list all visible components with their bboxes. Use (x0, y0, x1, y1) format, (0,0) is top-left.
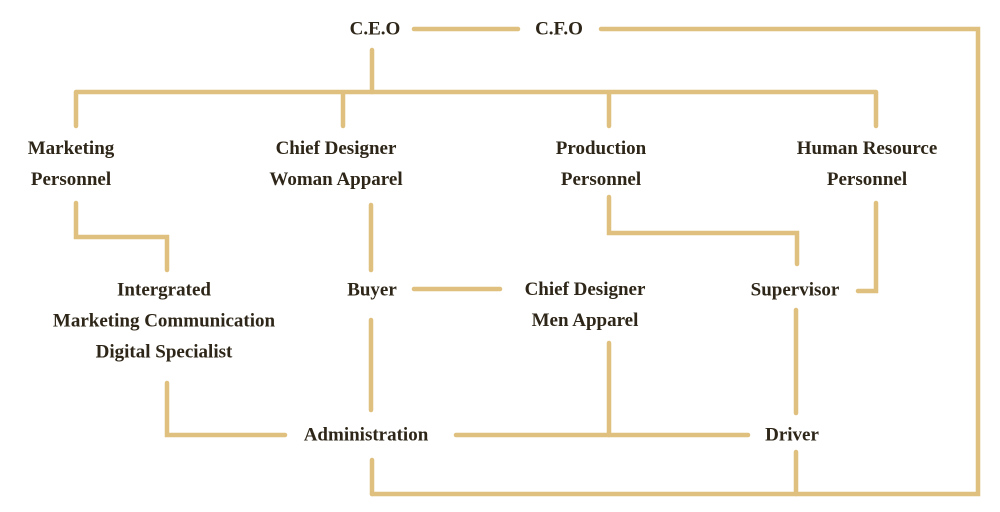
label-line: Production (555, 138, 647, 159)
label-line: Marketing (27, 138, 115, 159)
label-line: Human Resource (796, 138, 938, 159)
node-cfo-label: C.F.O (535, 18, 583, 40)
node-supervisor: Supervisor (751, 275, 840, 306)
line-cfo-loop (369, 26, 981, 497)
label-line: Driver (765, 424, 819, 446)
label-line: Chief Designer (275, 138, 397, 159)
node-ceo: C.E.O (350, 14, 401, 45)
label-line: Personnel (560, 169, 642, 190)
line-production-supervisor (606, 194, 800, 267)
node-buyer: Buyer (347, 275, 397, 306)
line-hr-supervisor (855, 200, 879, 294)
label-line: Administration (303, 424, 429, 446)
label-line: Digital Specialist (95, 341, 233, 363)
node-driver: Driver (765, 420, 819, 451)
label-line: Personnel (30, 169, 112, 190)
label-line: Personnel (826, 169, 908, 190)
label-line: Supervisor (750, 279, 840, 301)
line-dept-bus (73, 89, 879, 129)
label-line: Chief Designer (524, 279, 646, 300)
label-line: Men Apparel (531, 310, 639, 331)
label-line: Woman Apparel (269, 169, 403, 190)
label-line: Intergrated (117, 279, 211, 301)
node-administration: Administration (304, 420, 429, 451)
node-ceo-label: C.E.O (349, 18, 401, 40)
line-imc-admin (164, 380, 288, 438)
node-cfo: C.F.O (535, 14, 583, 45)
line-marketing-imc (73, 200, 170, 273)
label-line: Marketing Communication (52, 310, 276, 332)
label-line: Buyer (347, 279, 397, 301)
